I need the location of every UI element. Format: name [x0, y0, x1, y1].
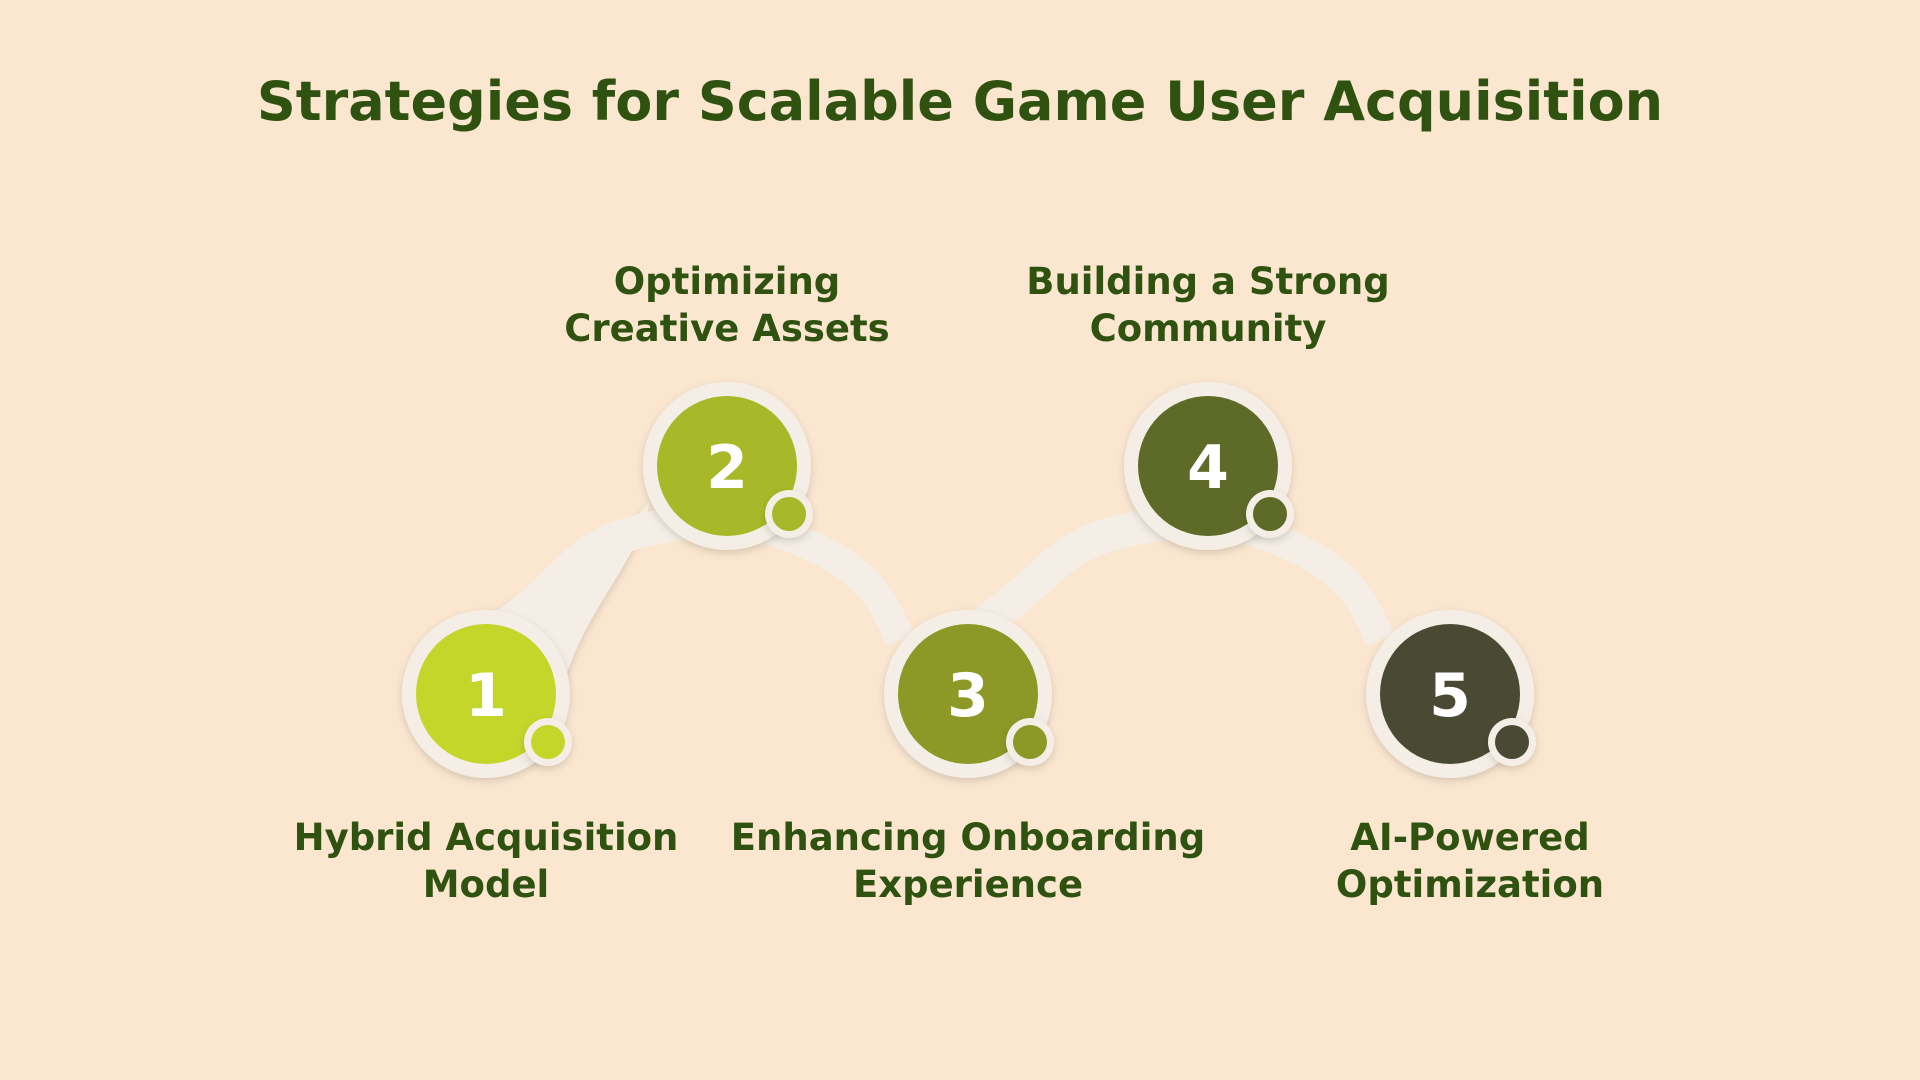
page-title: Strategies for Scalable Game User Acquis… — [256, 70, 1664, 133]
step-2-label-line-2: Creative Assets — [564, 307, 890, 350]
step-5: 5 — [1366, 610, 1536, 778]
step-1-label-line-1: Hybrid Acquisition — [293, 816, 679, 859]
step-1-dot — [531, 725, 565, 759]
connector-1-2-arc — [476, 503, 703, 654]
step-3-label: Enhancing Onboarding Experience — [728, 814, 1208, 908]
step-2-label-line-1: Optimizing — [613, 260, 841, 303]
step-2-number: 2 — [706, 433, 748, 503]
step-3: 3 — [884, 610, 1054, 778]
step-3-circle — [898, 624, 1038, 764]
step-2: 2 — [643, 382, 813, 550]
step-4-number: 4 — [1187, 433, 1229, 503]
step-3-label-line-1: Enhancing Onboarding — [730, 816, 1206, 859]
step-4-label-line-1: Building a Strong — [1026, 260, 1390, 303]
connector-4-5 — [1245, 515, 1394, 646]
step-5-dot — [1495, 725, 1529, 759]
step-4-dot — [1253, 497, 1287, 531]
step-4: 4 — [1124, 382, 1294, 550]
step-5-label-line-1: AI-Powered — [1350, 816, 1590, 859]
step-3-number: 3 — [947, 661, 989, 731]
connector-2-3 — [765, 515, 914, 646]
step-5-label-line-2: Optimization — [1335, 863, 1605, 906]
step-1-label-line-2: Model — [422, 863, 550, 906]
connector-3-4 — [950, 503, 1188, 655]
step-2-dot — [772, 497, 806, 531]
step-1-label: Hybrid Acquisition Model — [246, 814, 726, 908]
step-4-label: Building a Strong Community — [968, 258, 1448, 352]
step-1: 1 — [402, 610, 572, 778]
step-3-dot — [1013, 725, 1047, 759]
step-2-label: Optimizing Creative Assets — [487, 258, 967, 352]
step-3-label-line-2: Experience — [852, 863, 1084, 906]
step-1-circle — [416, 624, 556, 764]
step-4-label-line-2: Community — [1089, 307, 1327, 350]
step-5-label: AI-Powered Optimization — [1230, 814, 1710, 908]
step-5-number: 5 — [1429, 661, 1471, 731]
step-5-circle — [1380, 624, 1520, 764]
step-4-circle — [1138, 396, 1278, 536]
step-2-circle — [657, 396, 797, 536]
step-1-number: 1 — [465, 661, 507, 731]
